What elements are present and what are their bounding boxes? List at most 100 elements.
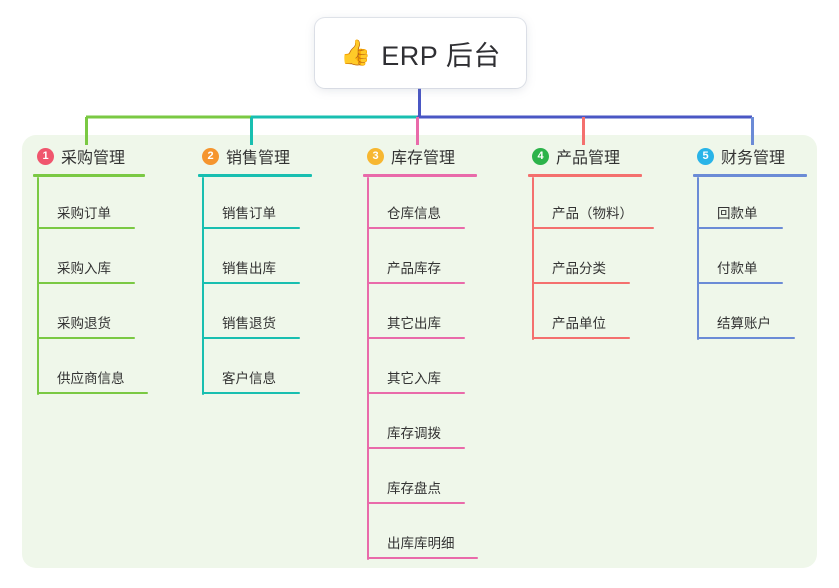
branch-item-label: 销售订单 [222, 206, 276, 221]
branch-item-underline [367, 337, 465, 339]
thumbs-up-icon: 👍 [340, 38, 372, 67]
branch-item-list: 销售订单销售出库销售退货客户信息 [198, 177, 358, 397]
branch-item-label: 付款单 [717, 261, 758, 276]
branch-item-underline [697, 282, 783, 284]
branch-item[interactable]: 供应商信息 [33, 342, 193, 397]
branch-item-label: 其它出库 [387, 316, 441, 331]
branch-title: 产品管理 [556, 150, 621, 167]
branch-column-product: 4 产品管理产品（物料） 产品分类产品单位 [528, 144, 688, 342]
branch-item-label: 产品分类 [552, 261, 606, 276]
branch-item[interactable]: 销售退货 [198, 287, 358, 342]
branch-item-underline [532, 227, 654, 229]
branch-item-underline [367, 502, 465, 504]
branch-item-underline [37, 337, 135, 339]
branch-column-sales: 2 销售管理销售订单销售出库销售退货客户信息 [198, 144, 358, 397]
branch-item-underline [532, 337, 630, 339]
branch-item[interactable]: 产品单位 [528, 287, 688, 342]
branch-item[interactable]: 结算账户 [693, 287, 839, 342]
branch-item[interactable]: 产品（物料） [528, 177, 688, 232]
root-title-card[interactable]: 👍 ERP 后台 [315, 18, 526, 88]
branch-item[interactable]: 采购入库 [33, 232, 193, 287]
branch-item-underline [37, 392, 148, 394]
branch-header-finance[interactable]: 5 财务管理 [693, 144, 839, 168]
branch-item-underline [202, 282, 300, 284]
branch-item-underline [367, 392, 465, 394]
root-title-text: ERP 后台 [381, 40, 501, 71]
branch-trunk-line [697, 177, 699, 340]
branch-item-underline [202, 392, 300, 394]
branch-item[interactable]: 出库库明细 [363, 507, 523, 562]
branch-item-label: 销售退货 [222, 316, 276, 331]
branch-item-label: 采购订单 [57, 206, 111, 221]
branch-header-underline [198, 174, 312, 177]
branch-item-underline [367, 557, 478, 559]
branch-item-label: 库存调拨 [387, 426, 441, 441]
branch-header-underline [693, 174, 807, 177]
branch-item-underline [202, 227, 300, 229]
branch-header-product[interactable]: 4 产品管理 [528, 144, 688, 168]
branch-item-underline [532, 282, 630, 284]
branch-item[interactable]: 回款单 [693, 177, 839, 232]
branch-header-inventory[interactable]: 3 库存管理 [363, 144, 523, 168]
branch-item-list: 仓库信息产品库存其它出库其它入库库存调拨库存盘点出库库明细 [363, 177, 523, 562]
branch-item-label: 供应商信息 [57, 371, 125, 386]
branch-number-badge: 3 [367, 147, 384, 165]
branch-item[interactable]: 销售出库 [198, 232, 358, 287]
branch-item-list: 回款单付款单结算账户 [693, 177, 839, 342]
branch-header-underline [363, 174, 477, 177]
branch-title: 库存管理 [391, 150, 456, 167]
branch-item-label: 出库库明细 [387, 536, 455, 551]
branch-number-badge: 2 [202, 147, 219, 165]
branch-item-list: 产品（物料） 产品分类产品单位 [528, 177, 688, 342]
branch-item[interactable]: 销售订单 [198, 177, 358, 232]
branch-item-label: 回款单 [717, 206, 758, 221]
branch-item-label: 仓库信息 [387, 206, 441, 221]
branch-item-label: 结算账户 [717, 316, 771, 331]
branch-trunk-line [367, 177, 369, 560]
branch-item[interactable]: 其它入库 [363, 342, 523, 397]
branch-item-underline [697, 337, 795, 339]
branch-item-underline [367, 227, 465, 229]
branch-title: 采购管理 [61, 150, 126, 167]
root-title-content: 👍 ERP 后台 [340, 34, 501, 73]
branch-number-badge: 4 [532, 147, 549, 165]
branch-item[interactable]: 产品库存 [363, 232, 523, 287]
branch-item-underline [202, 337, 300, 339]
branch-item-label: 采购入库 [57, 261, 111, 276]
branch-trunk-line [37, 177, 39, 395]
branch-header-sales[interactable]: 2 销售管理 [198, 144, 358, 168]
branch-item[interactable]: 库存盘点 [363, 452, 523, 507]
branch-header-underline [33, 174, 145, 177]
branches-panel [22, 135, 817, 568]
branch-item[interactable]: 采购退货 [33, 287, 193, 342]
branch-item[interactable]: 付款单 [693, 232, 839, 287]
branch-item-label: 产品单位 [552, 316, 606, 331]
branch-item[interactable]: 其它出库 [363, 287, 523, 342]
branch-item-underline [37, 282, 135, 284]
branch-title: 财务管理 [721, 150, 786, 167]
branch-title: 销售管理 [226, 150, 291, 167]
branch-column-finance: 5 财务管理回款单付款单结算账户 [693, 144, 839, 342]
branch-item-list: 采购订单采购入库采购退货供应商信息 [33, 177, 193, 397]
branch-item[interactable]: 仓库信息 [363, 177, 523, 232]
branch-item[interactable]: 库存调拨 [363, 397, 523, 452]
branch-trunk-line [532, 177, 534, 340]
branch-item-underline [367, 282, 465, 284]
branch-column-inventory: 3 库存管理仓库信息产品库存其它出库其它入库库存调拨库存盘点出库库明细 [363, 144, 523, 562]
branch-item[interactable]: 客户信息 [198, 342, 358, 397]
branch-header-underline [528, 174, 642, 177]
branch-item-underline [367, 447, 465, 449]
branch-item[interactable]: 采购订单 [33, 177, 193, 232]
branch-item-label: 库存盘点 [387, 481, 441, 496]
branch-item-label: 客户信息 [222, 371, 276, 386]
branch-item[interactable]: 产品分类 [528, 232, 688, 287]
branch-number-badge: 5 [697, 147, 714, 165]
branch-item-label: 其它入库 [387, 371, 441, 386]
branch-item-label: 采购退货 [57, 316, 111, 331]
branch-item-underline [697, 227, 783, 229]
branch-item-label: 产品库存 [387, 261, 441, 276]
branch-item-underline [37, 227, 135, 229]
